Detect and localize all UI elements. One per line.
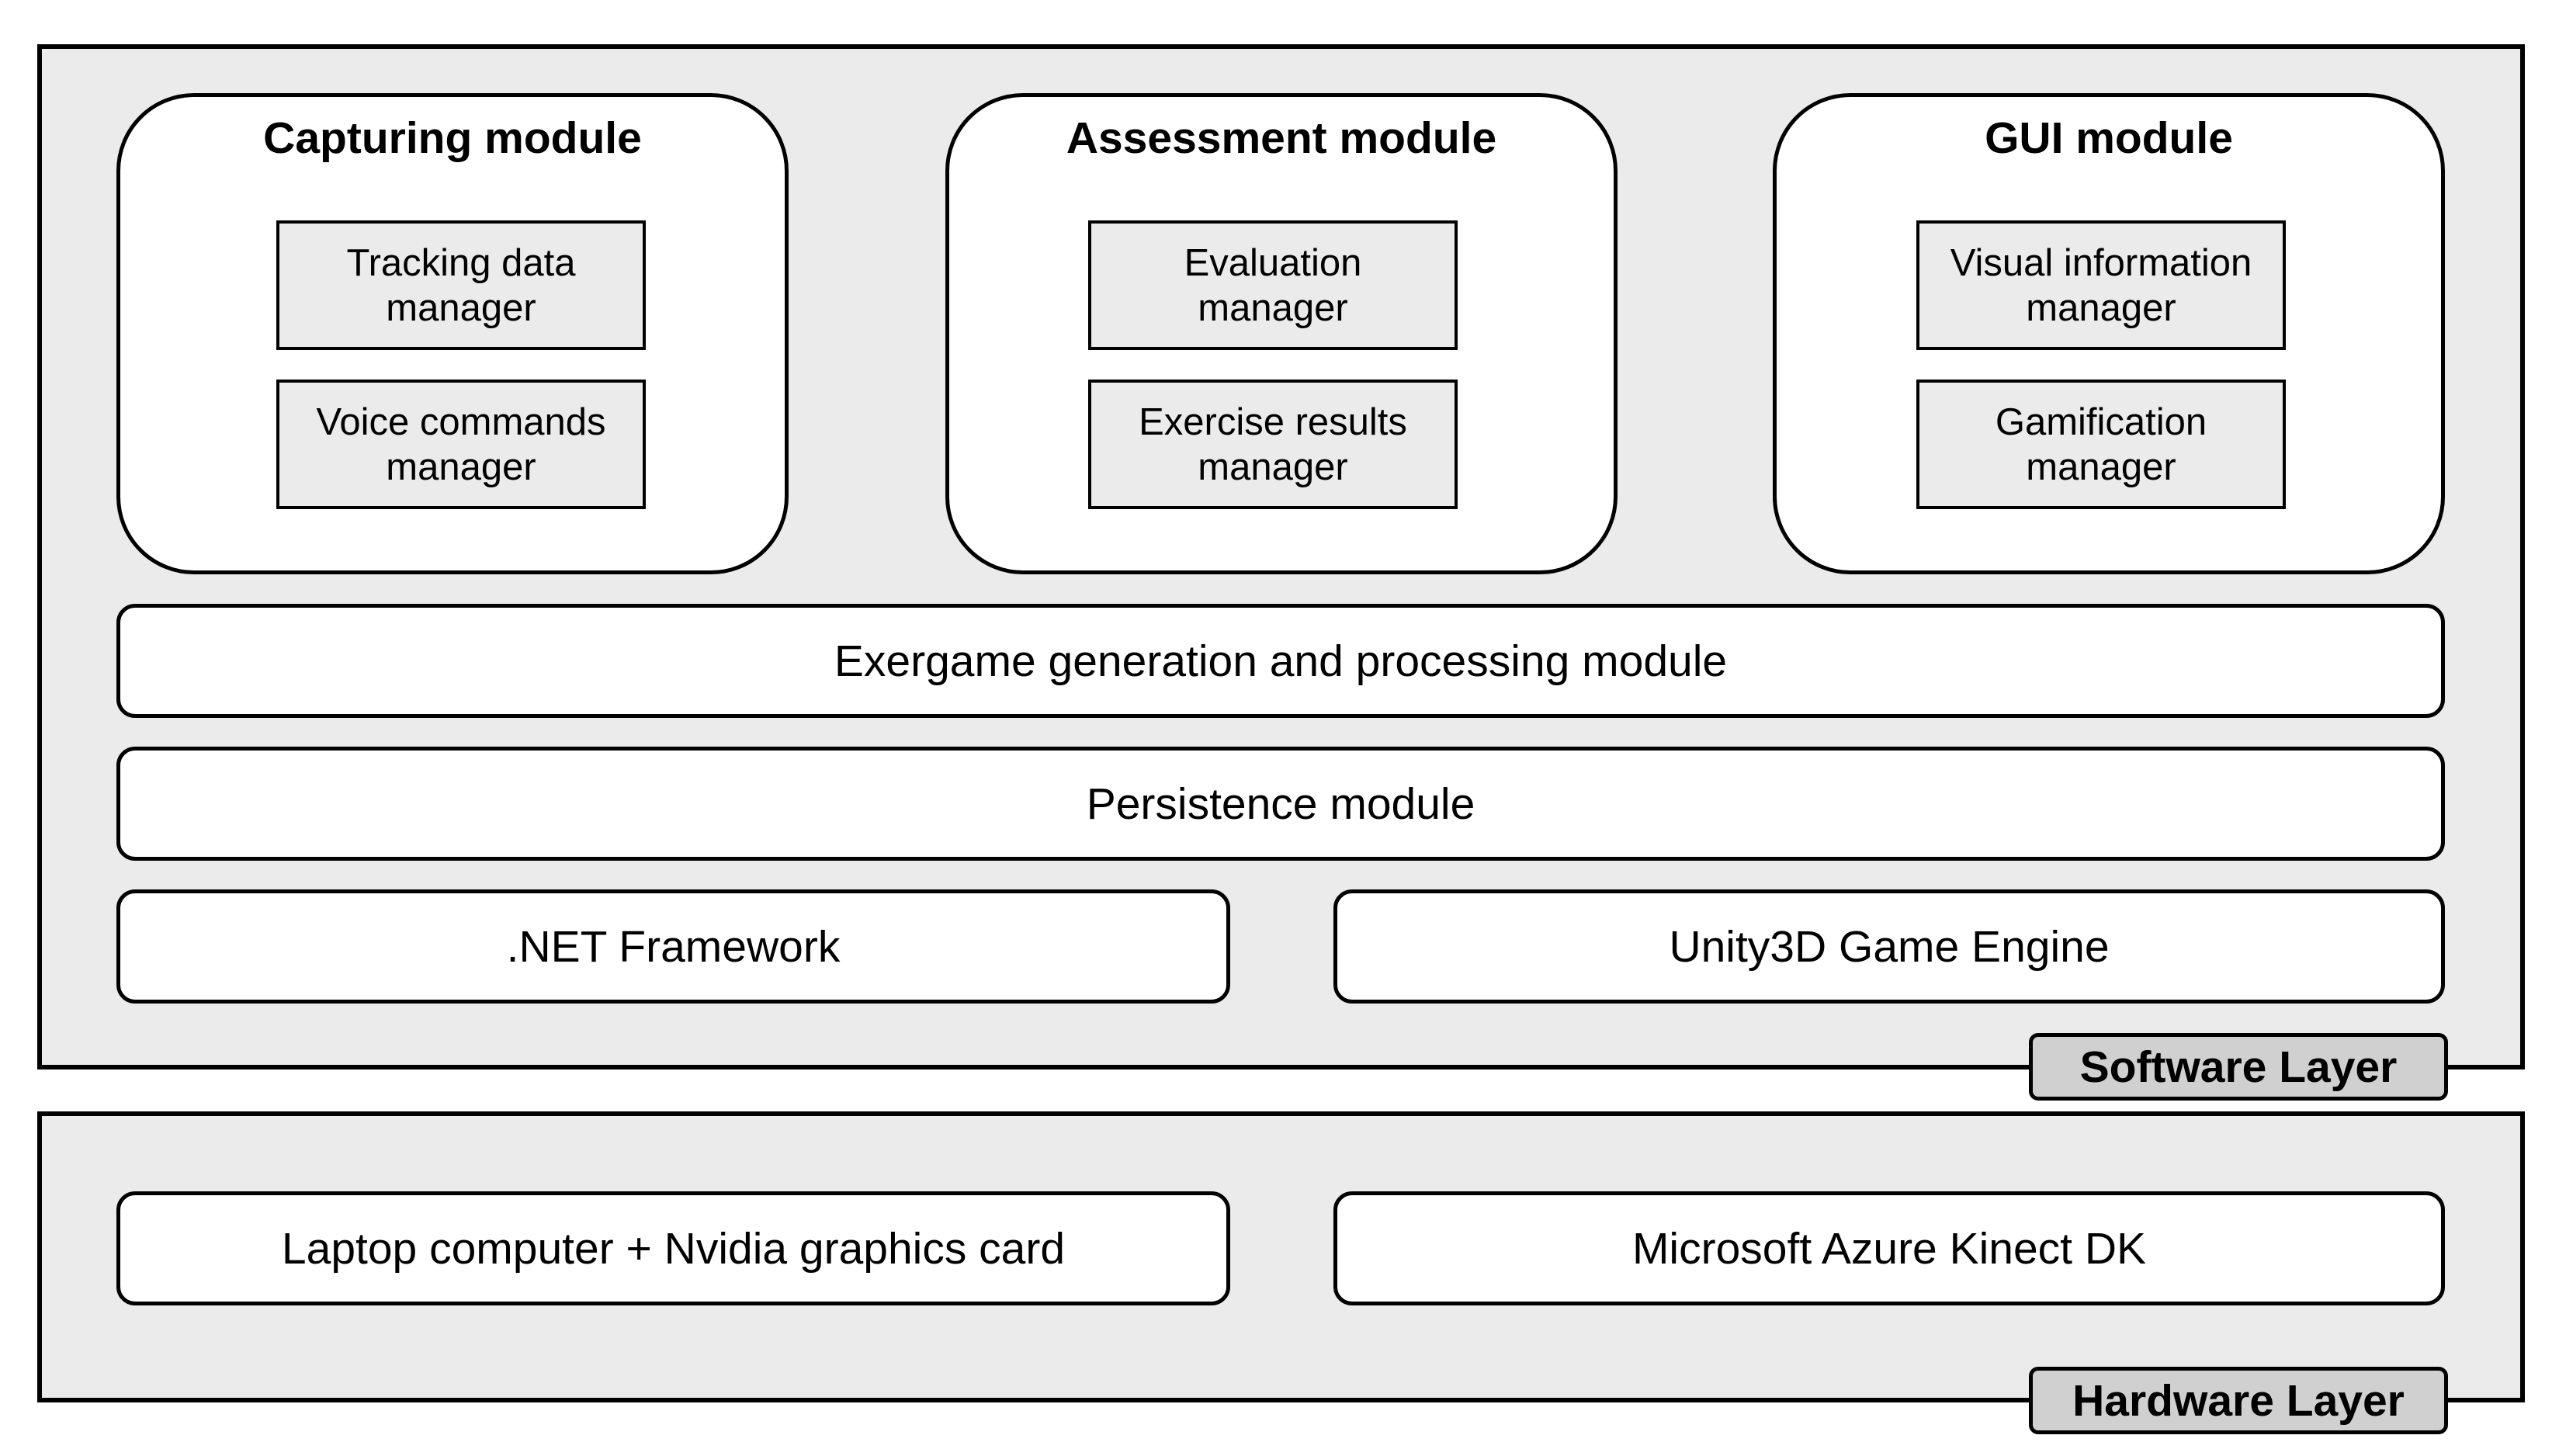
persistence-module-label: Persistence module: [1086, 778, 1475, 829]
evaluation-manager: Evaluation manager: [1088, 220, 1458, 350]
dotnet-framework-label: .NET Framework: [506, 921, 841, 972]
azure-kinect-label: Microsoft Azure Kinect DK: [1631, 1223, 2147, 1274]
exergame-module-label: Exergame generation and processing modul…: [834, 636, 1728, 686]
evaluation-manager-label: Evaluation manager: [1184, 241, 1362, 329]
tracking-data-manager: Tracking data manager: [276, 220, 646, 350]
azure-kinect: Microsoft Azure Kinect DK: [1333, 1191, 2445, 1305]
laptop-computer: Laptop computer + Nvidia graphics card: [116, 1191, 1230, 1305]
unity-engine-label: Unity3D Game Engine: [1669, 921, 2110, 972]
hardware-layer-label: Hardware Layer: [2029, 1367, 2448, 1434]
tracking-data-manager-label: Tracking data manager: [346, 241, 576, 329]
exergame-module: Exergame generation and processing modul…: [116, 604, 2445, 718]
software-layer-label-text: Software Layer: [2079, 1042, 2398, 1092]
dotnet-framework: .NET Framework: [116, 889, 1230, 1004]
assessment-module-title: Assessment module: [1066, 113, 1497, 163]
software-layer-label: Software Layer: [2029, 1033, 2448, 1101]
laptop-computer-label: Laptop computer + Nvidia graphics card: [281, 1223, 1066, 1274]
exercise-results-manager: Exercise results manager: [1088, 380, 1458, 509]
hardware-layer-label-text: Hardware Layer: [2072, 1375, 2405, 1426]
exercise-results-manager-label: Exercise results manager: [1139, 400, 1407, 488]
unity-engine: Unity3D Game Engine: [1333, 889, 2445, 1004]
capturing-module-title: Capturing module: [263, 113, 642, 163]
persistence-module: Persistence module: [116, 747, 2445, 861]
visual-information-manager-label: Visual information manager: [1950, 241, 2252, 329]
gamification-manager-label: Gamification manager: [1995, 400, 2207, 488]
gamification-manager: Gamification manager: [1916, 380, 2286, 509]
voice-commands-manager: Voice commands manager: [276, 380, 646, 509]
voice-commands-manager-label: Voice commands manager: [316, 400, 606, 488]
gui-module-title: GUI module: [1985, 113, 2233, 163]
visual-information-manager: Visual information manager: [1916, 220, 2286, 350]
